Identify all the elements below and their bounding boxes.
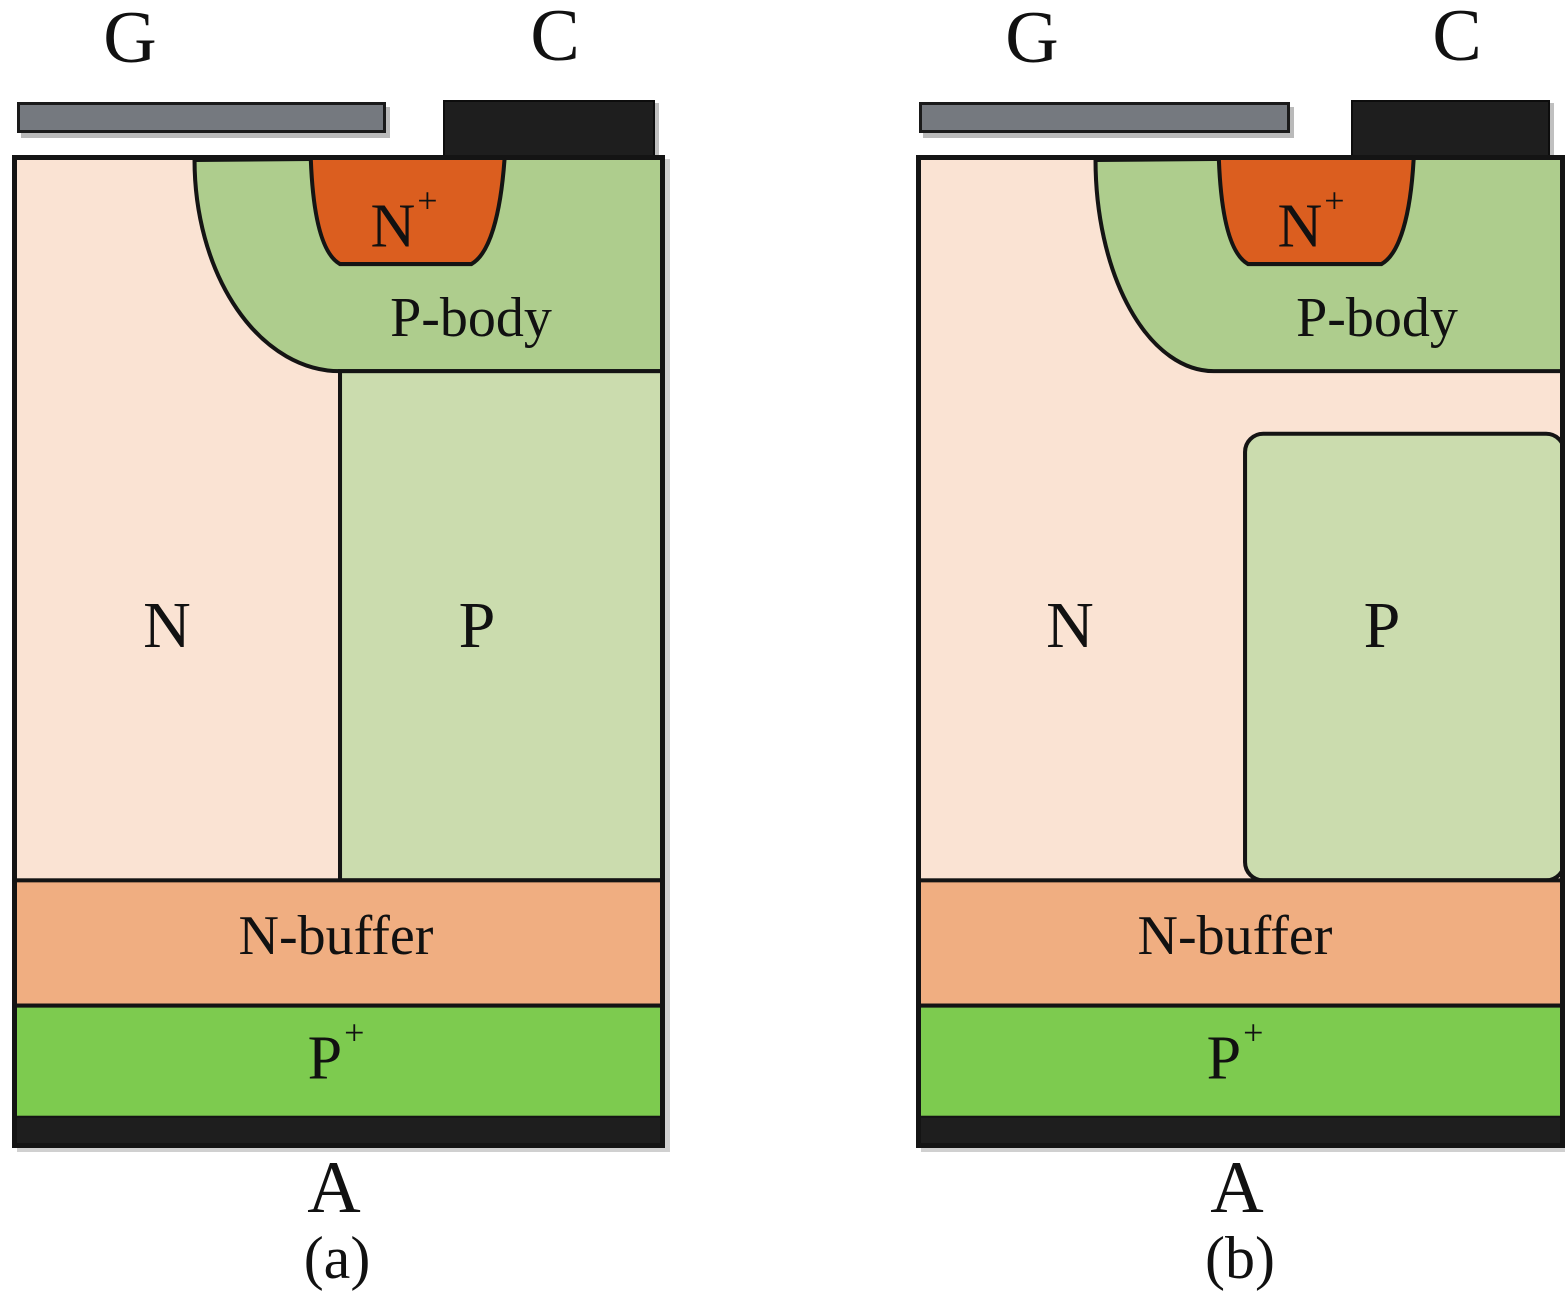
p-plus-region-label: P+	[308, 1015, 365, 1090]
n-plus-base: N	[1277, 192, 1323, 261]
n-buffer-region	[17, 878, 660, 1008]
device-a-regions	[17, 160, 660, 1143]
n-buffer-region-label: N-buffer	[238, 905, 434, 967]
n-buffer-region-label: N-buffer	[1137, 905, 1333, 967]
p-plus-region-label: P+	[1207, 1015, 1264, 1090]
cathode-contact-bar	[443, 100, 655, 159]
p-body-region-label: P-body	[1296, 287, 1458, 349]
panel-caption-b: (b)	[1205, 1225, 1275, 1291]
n-buffer-region	[921, 878, 1560, 1008]
cathode-contact-bar	[1351, 100, 1550, 159]
p-plus-base: P	[1206, 1024, 1242, 1093]
cathode-terminal-label: C	[1432, 0, 1482, 77]
gate-terminal-label: G	[103, 0, 157, 79]
p-floating-region	[1243, 431, 1560, 883]
cathode-terminal-label: C	[530, 0, 580, 77]
p-region-label: P	[1363, 589, 1401, 662]
gate-terminal-label: G	[1005, 0, 1059, 79]
device-b-regions	[921, 160, 1560, 1143]
p-plus-base: P	[307, 1024, 343, 1093]
n-plus-region	[308, 160, 507, 267]
device-cross-section-b	[916, 155, 1565, 1148]
n-plus-region	[1216, 160, 1416, 267]
p-region-label: P	[458, 589, 496, 662]
device-cross-section-a	[12, 155, 665, 1148]
n-drift-region-label: N	[143, 589, 191, 662]
gate-electrode-bar	[919, 102, 1290, 133]
anode-contact-bar	[17, 1117, 660, 1143]
anode-terminal-label: A	[1210, 1147, 1264, 1229]
anode-contact-bar	[921, 1117, 1560, 1143]
n-plus-base: N	[370, 192, 416, 261]
n-plus-region-label: N+	[370, 183, 437, 258]
n-drift-region-label: N	[1046, 589, 1094, 662]
p-body-region-label: P-body	[390, 287, 552, 349]
p-plus-region	[17, 1003, 660, 1120]
anode-terminal-label: A	[307, 1147, 361, 1229]
p-plus-region	[921, 1003, 1560, 1120]
n-plus-superscript: +	[417, 180, 438, 221]
n-plus-region-label: N+	[1277, 183, 1344, 258]
n-plus-superscript: +	[1324, 180, 1345, 221]
p-plus-superscript: +	[1243, 1012, 1264, 1053]
gate-electrode-bar	[17, 102, 386, 133]
p-plus-superscript: +	[344, 1012, 365, 1053]
p-region	[337, 369, 660, 883]
panel-caption-a: (a)	[303, 1225, 371, 1291]
